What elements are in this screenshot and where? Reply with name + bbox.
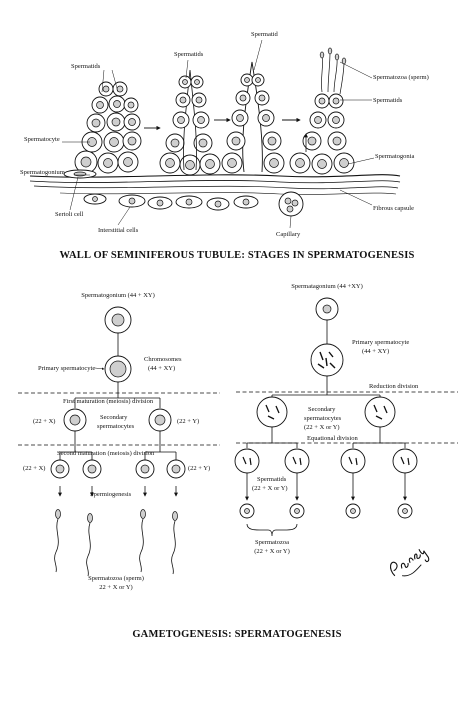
label-spermatids-left: Spermatids	[71, 63, 101, 70]
label-spermatogonia: Spermatogonia	[375, 153, 414, 160]
right-label-spermatozoa-count: (22 + X or Y)	[254, 548, 290, 555]
gametogenesis-title: GAMETOGENESIS: SPERMATOGENESIS	[132, 629, 341, 640]
label-spermatid-top: Spermatid	[251, 31, 278, 38]
tubule-wall-illustration: Spermatid Spermatids Spermatids Spermato…	[20, 31, 429, 238]
label-capillary: Capillary	[276, 231, 301, 238]
left-label-spermatozoa: Spermatozoa (sperm)	[88, 575, 144, 582]
tubule-title: WALL OF SEMINIFEROUS TUBULE: STAGES IN S…	[59, 250, 414, 261]
label-spermatogonium: Spermatogonium	[20, 169, 65, 176]
left-label-22y: (22 + Y)	[177, 418, 199, 425]
artist-signature	[390, 548, 430, 577]
right-label-reduction: Reduction division	[369, 383, 419, 390]
label-interstitial-cells: Interstitial cells	[98, 227, 139, 234]
label-spermatozoa: Spermatozoa (sperm)	[373, 74, 429, 81]
left-label-chromosomes: Chromosomes	[144, 356, 182, 363]
right-label-equational: Equational division	[307, 435, 358, 442]
left-label-spermatozoa-count: 22 + X or Y)	[99, 584, 132, 591]
left-label-second-division: Second maturation (meiosis) division	[57, 450, 155, 457]
left-label-22y-b: (22 + Y)	[188, 465, 210, 472]
right-label-spermatids: Spermatids	[257, 476, 287, 483]
label-spermatids-right: Spermatids	[373, 97, 403, 104]
left-label-first-division: First maturation (meiosis) division	[63, 398, 154, 405]
label-spermatids-mid: Spermatids	[174, 51, 204, 58]
left-label-spermatogonium: Spermatogonium (44 + XY)	[81, 292, 155, 299]
label-sertoli-cell: Sertoli cell	[55, 211, 84, 218]
left-label-primary: Primary spermatocyte	[38, 365, 95, 372]
right-label-spermatogonium: Spermatagonium (44 +XY)	[291, 283, 363, 290]
label-spermatocyte: Spermatocyte	[24, 136, 60, 143]
left-label-secondary: Secondary	[100, 414, 128, 421]
label-fibrous-capsule: Fibrous capsule	[373, 205, 414, 212]
left-label-22x-b: (22 + X)	[23, 465, 45, 472]
left-label-chromosomes-count: (44 + XY)	[148, 365, 175, 372]
gametogenesis-diagram: Spermatogonium (44 + XY) Primary spermat…	[18, 283, 458, 591]
right-label-primary-count: (44 + XY)	[362, 348, 389, 355]
right-label-spermatozoa: Spermatozoa	[255, 539, 289, 546]
right-label-secondary-count: (22 + X or Y)	[304, 424, 340, 431]
left-label-22x: (22 + X)	[33, 418, 55, 425]
right-label-secondary2: spermatocytes	[304, 415, 342, 422]
right-label-primary: Primary spermatocyte	[352, 339, 409, 346]
left-label-secondary2: spermatocytes	[97, 423, 135, 430]
right-label-secondary: Secondary	[308, 406, 336, 413]
right-label-spermatids-count: (22 + X or Y)	[252, 485, 288, 492]
left-label-spermiogenesis: Spermiogenesis	[90, 491, 132, 498]
